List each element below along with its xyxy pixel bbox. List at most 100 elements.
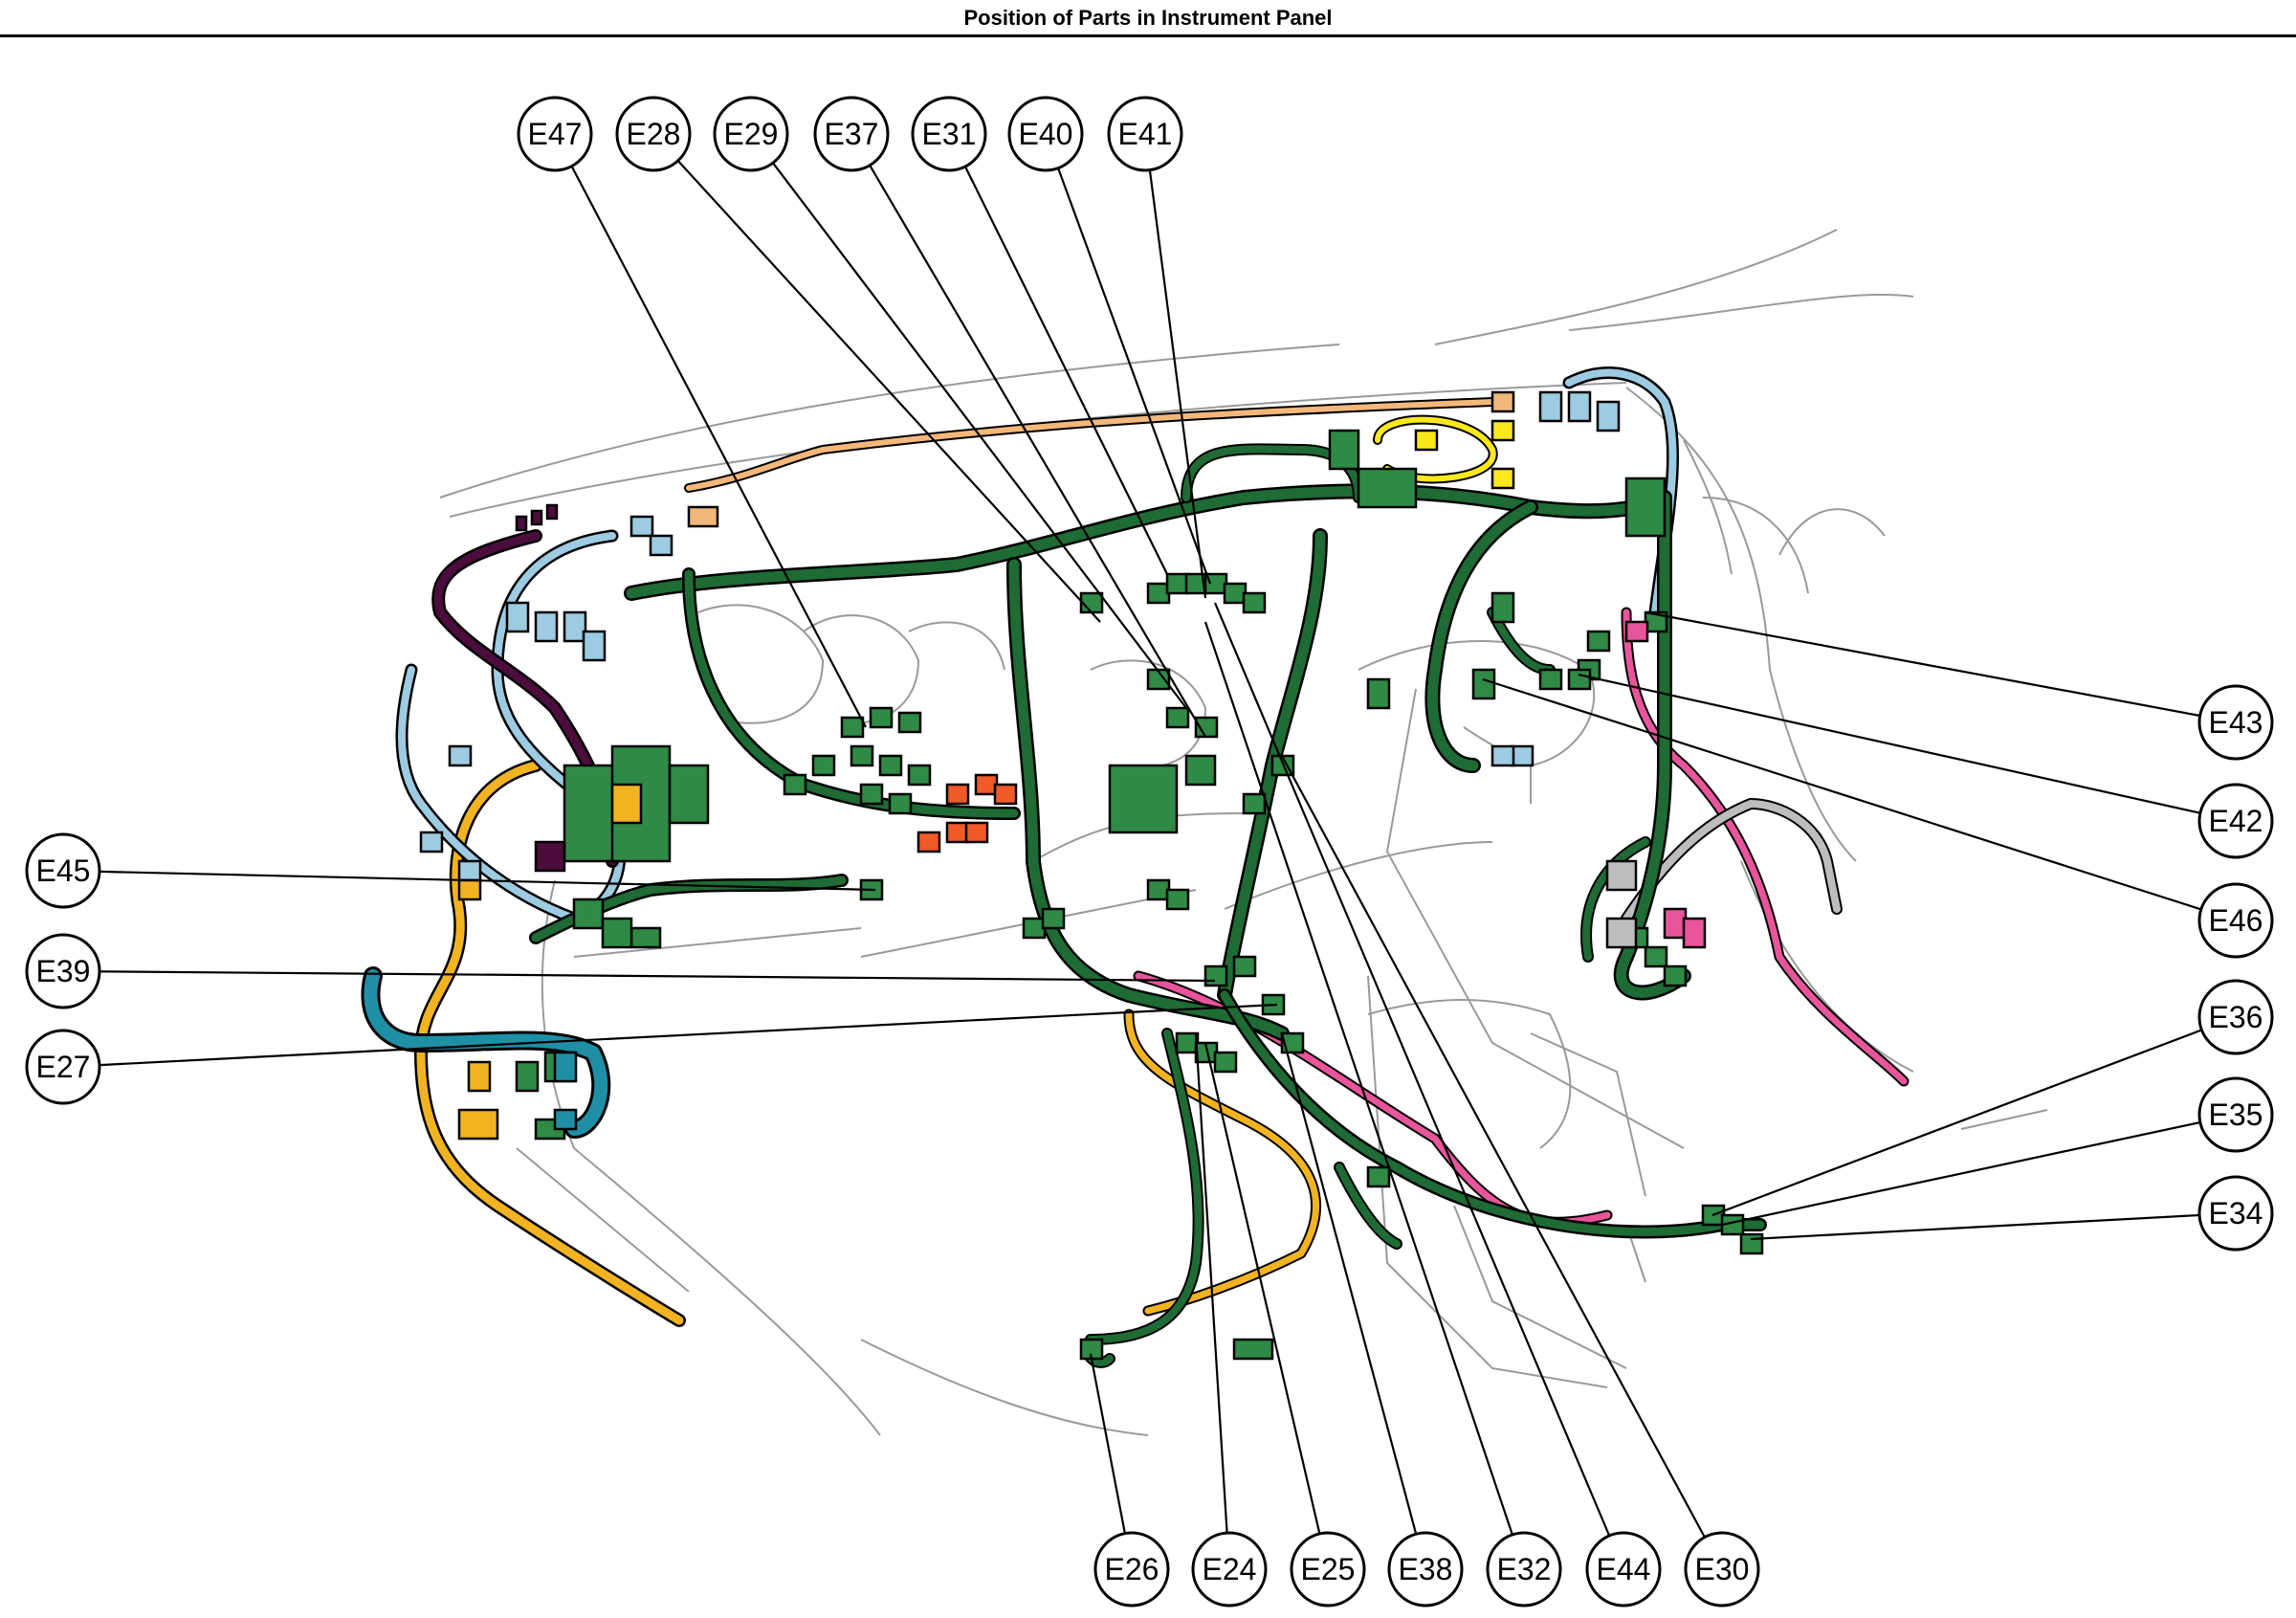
callout-circle-e24 (1191, 1531, 1268, 1607)
leader-line-e25 (1203, 1042, 1321, 1535)
callout-label-e32: E32 (1497, 1552, 1552, 1586)
callout-e32: E32 (1486, 1531, 1562, 1607)
callout-label-e27: E27 (36, 1050, 91, 1084)
callout-e28: E28 (615, 96, 692, 172)
callout-label-e47: E47 (528, 117, 583, 151)
callout-e34: E34 (2197, 1175, 2274, 1252)
callout-e37: E37 (813, 96, 890, 172)
teal-connectors (553, 1051, 578, 1131)
harness-blue-left-inner (398, 532, 624, 922)
callout-label-e43: E43 (2209, 705, 2263, 740)
page-title: Position of Parts in Instrument Panel (963, 6, 1333, 30)
callout-label-e31: E31 (922, 117, 977, 151)
callout-e45: E45 (25, 832, 101, 909)
callout-e46: E46 (2197, 882, 2274, 959)
tan-connectors (687, 390, 1515, 528)
callout-e44: E44 (1585, 1531, 1662, 1607)
callout-label-e41: E41 (1118, 117, 1173, 151)
callout-e43: E43 (2197, 684, 2274, 761)
leader-line-e36 (1711, 1029, 2202, 1217)
leader-line-e41 (1148, 169, 1207, 599)
callout-circle-e42 (2197, 783, 2274, 859)
leader-line-e30 (1281, 755, 1706, 1539)
wire-harness-bundles (361, 366, 1910, 1368)
callout-circle-e41 (1107, 96, 1183, 172)
harness-pink-inner (1623, 609, 1908, 1085)
callout-label-e44: E44 (1597, 1552, 1651, 1586)
callout-e35: E35 (2197, 1076, 2274, 1153)
leader-line-e42 (1578, 673, 2201, 814)
callout-label-e25: E25 (1301, 1552, 1356, 1586)
callout-e30: E30 (1684, 1531, 1760, 1607)
leader-line-e24 (1194, 1032, 1228, 1534)
callout-e27: E27 (25, 1029, 101, 1105)
callout-e42: E42 (2197, 783, 2274, 859)
callout-circle-e28 (615, 96, 692, 172)
red-connectors (916, 773, 1018, 853)
leader-line-e28 (676, 160, 1101, 623)
leader-line-e38 (1280, 1032, 1418, 1535)
callout-e38: E38 (1387, 1531, 1464, 1607)
callout-e25: E25 (1290, 1531, 1366, 1607)
yellow-connectors (1414, 419, 1515, 490)
leader-line-e47 (570, 166, 867, 728)
leader-line-e35 (1721, 1120, 2201, 1227)
gold-connectors (457, 783, 643, 1141)
harness-teal-inner (364, 969, 608, 1136)
callout-label-e39: E39 (36, 954, 91, 988)
leader-line-e43 (1645, 610, 2200, 718)
callout-e26: E26 (1093, 1531, 1170, 1607)
gray-connectors (1605, 859, 1638, 949)
leader-lines (99, 160, 2202, 1539)
dashboard-sketch (439, 229, 2048, 1436)
leader-line-e32 (1203, 621, 1513, 1536)
callout-label-e24: E24 (1203, 1552, 1257, 1586)
callout-label-e38: E38 (1399, 1552, 1453, 1586)
callout-circle-e36 (2197, 979, 2274, 1055)
callout-e24: E24 (1191, 1531, 1268, 1607)
callout-e29: E29 (713, 96, 789, 172)
callout-circle-e30 (1684, 1531, 1760, 1607)
callout-circle-e26 (1093, 1531, 1170, 1607)
callout-circle-e47 (517, 96, 593, 172)
callout-label-e42: E42 (2209, 804, 2263, 838)
callout-circle-e35 (2197, 1076, 2274, 1153)
callout-label-e36: E36 (2209, 1000, 2263, 1034)
callout-label-e26: E26 (1105, 1552, 1159, 1586)
leader-line-e26 (1089, 1353, 1126, 1534)
callout-e40: E40 (1007, 96, 1084, 172)
callout-circle-e40 (1007, 96, 1084, 172)
callout-e31: E31 (911, 96, 987, 172)
leader-line-e27 (99, 1003, 1278, 1067)
leader-line-e29 (772, 162, 1187, 709)
harness-orange-top-inner (686, 399, 1495, 491)
callout-e36: E36 (2197, 979, 2274, 1055)
callout-e41: E41 (1107, 96, 1183, 172)
connector-blocks (419, 390, 1764, 1361)
callout-e47: E47 (517, 96, 593, 172)
callout-circle-e27 (25, 1029, 101, 1105)
callout-circle-e32 (1486, 1531, 1562, 1607)
callout-label-e37: E37 (825, 117, 879, 151)
callout-circle-e38 (1387, 1531, 1464, 1607)
pink-connectors (1624, 620, 1707, 949)
callout-circle-e37 (813, 96, 890, 172)
title-rule (0, 34, 2296, 37)
callout-label-e45: E45 (36, 853, 91, 888)
callout-e39: E39 (25, 933, 101, 1009)
callout-circle-e25 (1290, 1531, 1366, 1607)
callout-circle-e44 (1585, 1531, 1662, 1607)
callout-circle-e34 (2197, 1175, 2274, 1252)
callout-label-e35: E35 (2209, 1097, 2263, 1132)
leader-line-e45 (99, 870, 876, 892)
purple-connectors (515, 503, 566, 873)
callout-label-e46: E46 (2209, 903, 2263, 938)
leader-line-e40 (1057, 167, 1212, 585)
leader-line-e37 (869, 165, 1206, 738)
callout-circle-e39 (25, 933, 101, 1009)
callout-circle-e29 (713, 96, 789, 172)
callout-label-e40: E40 (1019, 117, 1073, 151)
leader-line-e44 (1213, 602, 1611, 1537)
